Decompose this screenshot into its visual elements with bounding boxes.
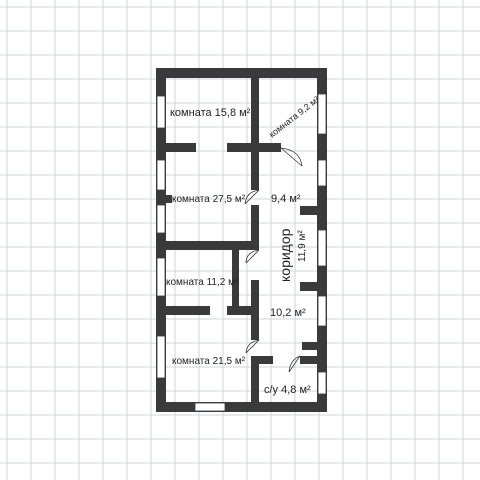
room-label-21-5: комната 21,5 м² xyxy=(172,356,246,367)
wall-corridor-vertical-1 xyxy=(251,150,259,190)
wall-horizontal-1-mid xyxy=(227,143,257,152)
window-left-1 xyxy=(156,95,166,129)
wall-horizontal-1-left xyxy=(166,143,196,152)
wall-corridor-vertical-4 xyxy=(251,358,259,402)
window-left-5 xyxy=(156,335,166,379)
wall-bath-top-left xyxy=(251,356,273,364)
outer-wall-left xyxy=(156,68,166,412)
wall-right-stub-1 xyxy=(300,206,317,215)
window-bottom xyxy=(194,402,226,412)
wall-horizontal-1-right xyxy=(257,143,281,152)
windows xyxy=(156,93,327,412)
wall-horizontal-3-right xyxy=(227,306,257,315)
room-label-11-9: 11,9 м² xyxy=(297,230,308,262)
wall-top-vertical xyxy=(251,78,259,148)
wall-corridor-vertical-2 xyxy=(251,205,259,250)
door-swing-room-21-5 xyxy=(245,339,260,354)
wall-right-stub-2 xyxy=(300,282,317,291)
wall-left-stub xyxy=(166,195,172,203)
door-swing-room-27-5 xyxy=(244,189,260,205)
wall-horizontal-3-left xyxy=(166,306,210,315)
room-label-9-4: 9,4 м² xyxy=(271,193,301,205)
room-label-11-2: комната 11,2 м² xyxy=(166,277,239,288)
outer-wall-bottom xyxy=(156,402,327,412)
window-right-3 xyxy=(317,229,327,267)
window-left-4 xyxy=(156,257,166,297)
door-swing-corridor xyxy=(245,249,260,264)
room-label-27-5: комната 27,5 м² xyxy=(172,194,246,205)
room-label-corridor: коридор xyxy=(277,228,293,282)
window-right-2 xyxy=(317,159,327,187)
door-swings xyxy=(244,147,303,373)
wall-bath-top-right xyxy=(300,356,317,364)
wall-right-stub-3 xyxy=(302,342,317,350)
window-right-5 xyxy=(317,371,327,395)
room-label-15-8: комната 15,8 м² xyxy=(170,107,251,119)
window-right-4 xyxy=(317,295,327,327)
room-label-bath: с/у 4,8 м² xyxy=(264,384,311,396)
window-left-3 xyxy=(156,204,166,234)
window-left-2 xyxy=(156,159,166,191)
door-swing-room-9-2 xyxy=(280,147,303,167)
outer-wall-top xyxy=(156,68,327,78)
window-right-1 xyxy=(317,93,327,135)
wall-horizontal-2 xyxy=(166,241,257,250)
room-label-10-2: 10,2 м² xyxy=(270,307,306,319)
room-label-9-2: комната 9,2 м² xyxy=(267,94,321,139)
wall-small-vertical xyxy=(232,246,239,310)
door-swing-bath xyxy=(288,355,301,373)
